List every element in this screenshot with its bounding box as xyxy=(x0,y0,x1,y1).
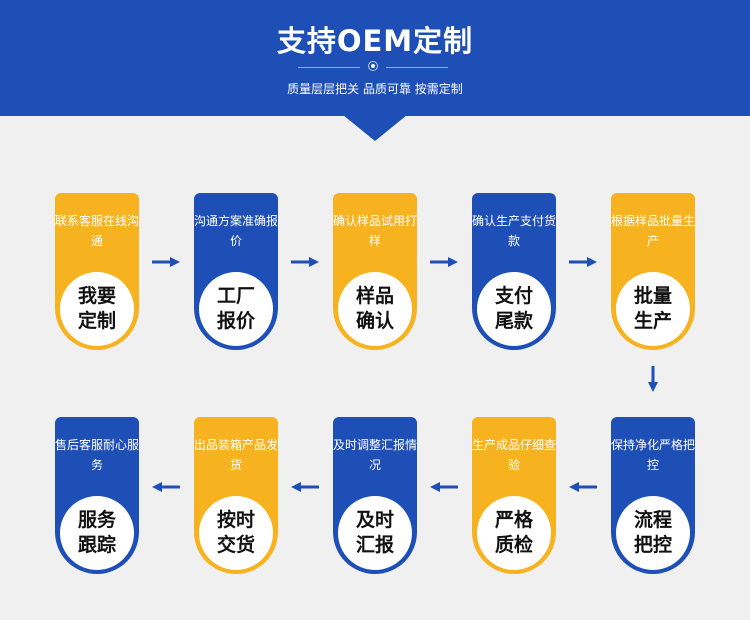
process-step-card: 售后客服耐心服务服务跟踪 xyxy=(55,417,139,574)
step-title: 样品确认 xyxy=(355,285,394,332)
page-subtitle: 质量层层把关 品质可靠 按需定制 xyxy=(287,82,463,96)
process-step-card: 联系客服在线沟通我要定制 xyxy=(55,193,139,350)
step-description: 生产成品仔细查验 xyxy=(472,438,557,472)
step-title-circle: 服务跟踪 xyxy=(60,496,134,570)
arrow-left-icon xyxy=(569,482,597,492)
arrow-left-icon xyxy=(430,482,458,492)
page-title: 支持OEM定制 xyxy=(276,24,474,58)
arrow-left-icon xyxy=(152,482,180,492)
step-title-circle: 及时汇报 xyxy=(338,496,412,570)
step-description: 根据样品批量生产 xyxy=(611,214,696,248)
arrow-right-icon xyxy=(152,257,180,267)
step-description: 确认样品试用打样 xyxy=(333,214,418,248)
process-step-card: 根据样品批量生产批量生产 xyxy=(611,193,695,350)
process-step-card: 沟通方案准确报价工厂报价 xyxy=(194,193,278,350)
process-step-card: 生产成品仔细查验严格质检 xyxy=(472,417,556,574)
step-title: 流程把控 xyxy=(633,509,672,556)
step-title: 批量生产 xyxy=(633,285,672,332)
step-description: 售后客服耐心服务 xyxy=(55,438,140,472)
step-title-circle: 样品确认 xyxy=(338,272,412,346)
step-description: 保持净化严格把控 xyxy=(611,438,696,472)
step-description: 联系客服在线沟通 xyxy=(55,214,140,248)
title-divider-left xyxy=(298,67,360,68)
step-title: 及时汇报 xyxy=(355,509,394,556)
step-title: 工厂报价 xyxy=(216,285,255,332)
arrow-left-icon xyxy=(291,482,319,492)
step-title-circle: 工厂报价 xyxy=(199,272,273,346)
step-title: 严格质检 xyxy=(494,509,533,556)
step-title: 我要定制 xyxy=(77,285,116,332)
step-title-circle: 批量生产 xyxy=(616,272,690,346)
header-notch xyxy=(343,115,407,141)
step-title-circle: 流程把控 xyxy=(616,496,690,570)
header-banner: 支持OEM定制 质量层层把关 品质可靠 按需定制 xyxy=(0,0,750,116)
step-description: 及时调整汇报情况 xyxy=(333,438,418,472)
arrow-down-icon xyxy=(648,366,658,392)
step-title-circle: 严格质检 xyxy=(477,496,551,570)
title-divider-dot xyxy=(371,64,375,68)
process-step-card: 确认样品试用打样样品确认 xyxy=(333,193,417,350)
arrow-right-icon xyxy=(569,257,597,267)
arrow-right-icon xyxy=(430,257,458,267)
step-title-circle: 我要定制 xyxy=(60,272,134,346)
process-step-card: 出品装箱产品发货按时交货 xyxy=(194,417,278,574)
title-divider-right xyxy=(386,67,448,68)
process-step-card: 确认生产支付货款支付尾款 xyxy=(472,193,556,350)
step-description: 沟通方案准确报价 xyxy=(194,214,279,248)
process-step-card: 及时调整汇报情况及时汇报 xyxy=(333,417,417,574)
step-description: 出品装箱产品发货 xyxy=(194,438,279,472)
arrow-right-icon xyxy=(291,257,319,267)
step-title-circle: 支付尾款 xyxy=(477,272,551,346)
step-title: 服务跟踪 xyxy=(77,509,116,556)
step-description: 确认生产支付货款 xyxy=(472,214,557,248)
step-title: 支付尾款 xyxy=(494,285,533,332)
title-divider-ornament xyxy=(368,61,378,71)
step-title: 按时交货 xyxy=(216,509,255,556)
process-step-card: 保持净化严格把控流程把控 xyxy=(611,417,695,574)
step-title-circle: 按时交货 xyxy=(199,496,273,570)
